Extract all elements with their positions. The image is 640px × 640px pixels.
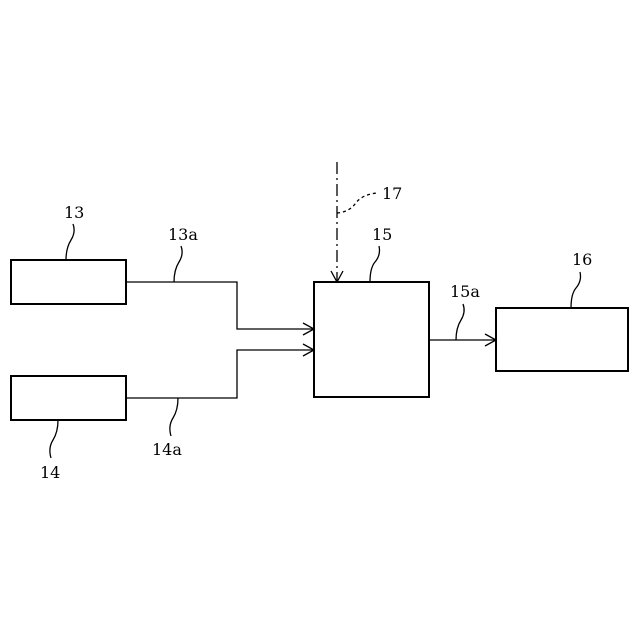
leader-13a <box>174 246 182 282</box>
label-13: 13 <box>64 203 84 222</box>
wire-13a <box>126 282 314 329</box>
leader-17 <box>337 193 378 213</box>
label-17: 17 <box>382 184 402 203</box>
label-15a: 15a <box>450 282 480 301</box>
leader-15a <box>456 304 464 340</box>
block-14 <box>11 376 126 420</box>
leader-16 <box>571 272 581 308</box>
leader-14 <box>50 420 58 458</box>
leader-15 <box>370 246 380 282</box>
label-16: 16 <box>572 250 592 269</box>
label-14a: 14a <box>152 440 182 459</box>
leader-14a <box>170 398 178 436</box>
block-16 <box>496 308 628 371</box>
label-15: 15 <box>372 225 392 244</box>
leader-13 <box>66 224 74 260</box>
label-14: 14 <box>40 463 60 482</box>
block-15 <box>314 282 429 397</box>
label-13a: 13a <box>168 225 198 244</box>
block-13 <box>11 260 126 304</box>
wire-14a <box>126 350 314 398</box>
